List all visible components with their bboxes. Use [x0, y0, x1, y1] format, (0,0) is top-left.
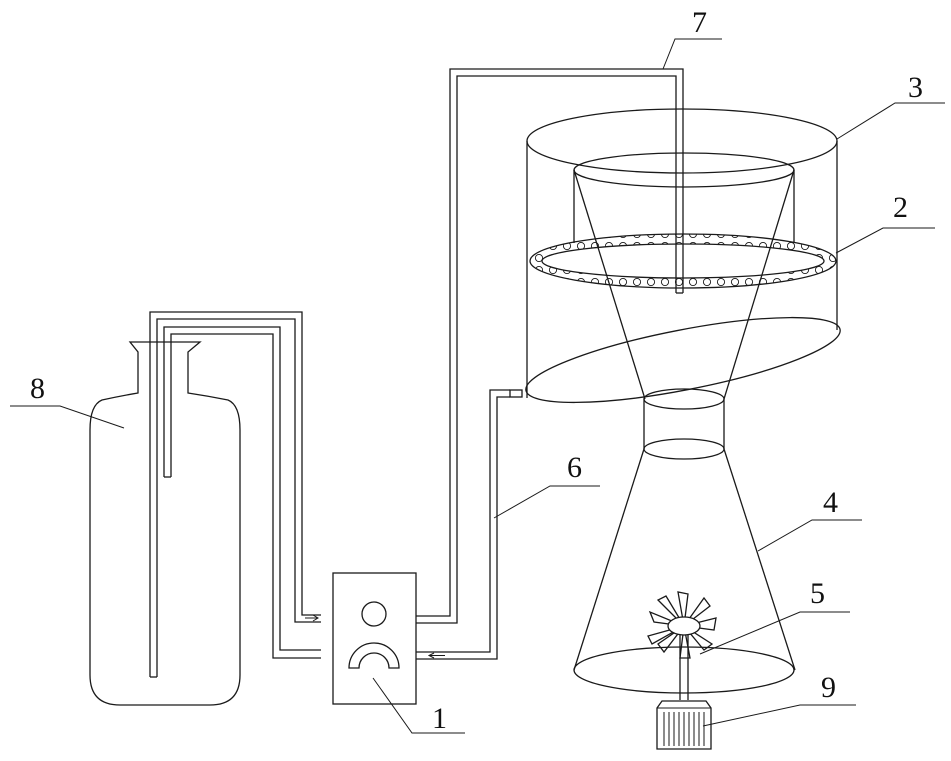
pump [333, 573, 416, 704]
label-6: 6 [567, 451, 582, 484]
label-1: 1 [432, 702, 447, 735]
label-2: 2 [893, 191, 908, 224]
feed-tube [416, 69, 683, 623]
label-4: 4 [823, 486, 838, 519]
bottle-tubes [150, 312, 321, 677]
impeller [648, 592, 716, 700]
label-3: 3 [908, 71, 923, 104]
motor [657, 701, 711, 749]
label-8: 8 [30, 372, 45, 405]
label-9: 9 [821, 671, 836, 704]
label-5: 5 [810, 577, 825, 610]
neck-connector [644, 389, 724, 459]
return-tube [416, 390, 522, 659]
bottle [90, 342, 240, 705]
lower-cone [574, 449, 795, 693]
label-7: 7 [692, 6, 707, 39]
